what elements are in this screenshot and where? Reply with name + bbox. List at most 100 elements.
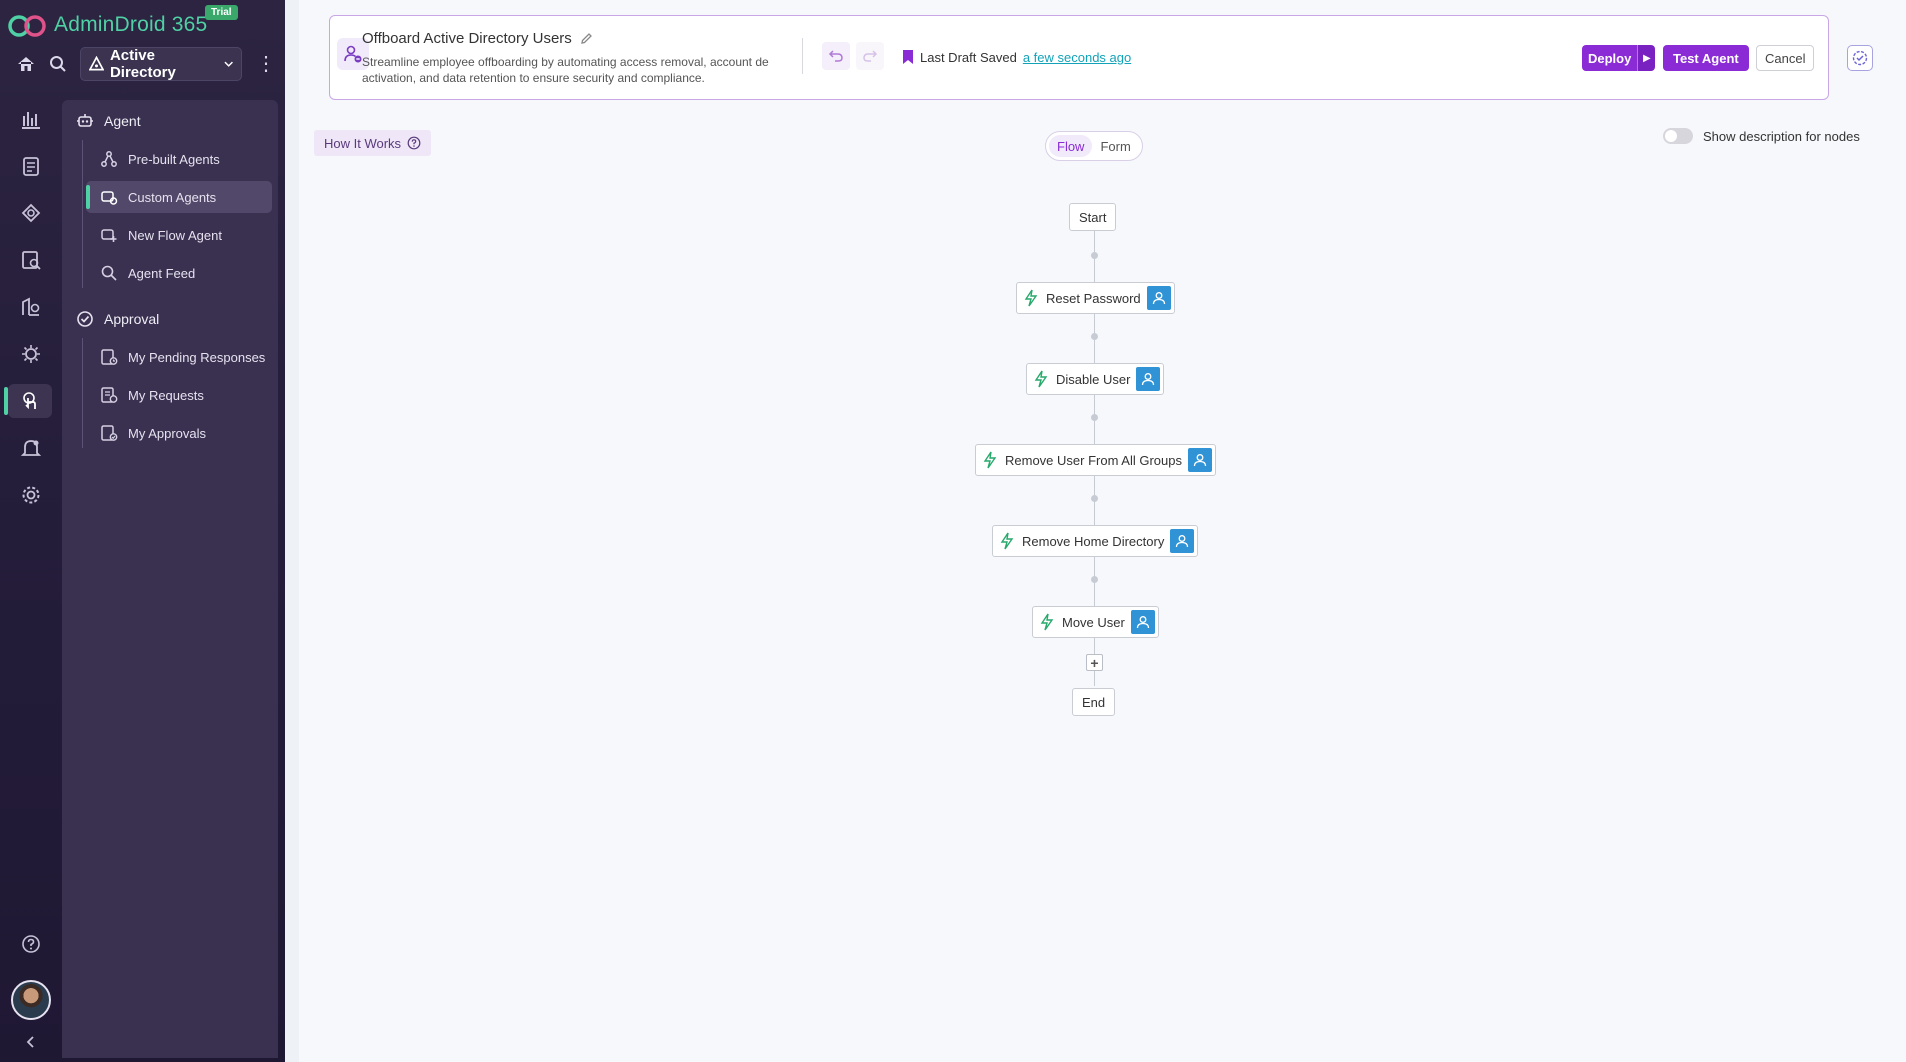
notifications-icon[interactable] [14,431,48,465]
menu-item-new-flow-agent[interactable]: New Flow Agent [86,219,272,251]
undo-icon[interactable] [822,42,850,70]
connector-dot [1091,414,1098,421]
menu-item-label: Pre-built Agents [128,151,220,167]
flow-node-label: Disable User [1056,371,1131,387]
tab-flow[interactable]: Flow [1049,135,1093,157]
validate-check-icon[interactable] [1847,45,1873,71]
how-it-works-label: How It Works [324,135,402,151]
menu-group-agent-label: Agent [104,113,141,129]
flow-node-move-user[interactable]: Move User [1032,606,1159,638]
user-icon[interactable] [1188,448,1212,472]
draft-label: Last Draft Saved [920,49,1017,65]
view-toggle: Flow Form [1045,131,1143,161]
flow-node-label: Reset Password [1046,290,1141,306]
menu-group-agent[interactable]: Agent [76,112,141,130]
menu-item-custom-agents[interactable]: Custom Agents [86,181,272,213]
flow-node-label: Remove Home Directory [1022,533,1165,549]
user-icon[interactable] [1170,529,1195,553]
brand-name: AdminDroid 365 [54,13,208,36]
pending-responses-icon [100,348,118,366]
menu-item-label: My Requests [128,387,204,403]
sidebar: AdminDroid 365 Trial Active Directory ⋮ [0,0,285,1062]
menu-item-my-approvals[interactable]: My Approvals [86,417,272,449]
bookmark-icon [903,50,913,64]
draft-time-link[interactable]: a few seconds ago [1022,49,1132,65]
connector-dot [1091,495,1098,502]
menu-item-label: Agent Feed [128,265,196,281]
help-icon[interactable] [14,927,48,961]
flow-node-remove-home-directory[interactable]: Remove Home Directory [992,525,1199,557]
reports-icon[interactable] [14,102,48,136]
show-description-label: Show description for nodes [1703,128,1860,144]
menu-item-label: Custom Agents [128,189,217,205]
menu-group-approval[interactable]: Approval [76,310,159,328]
menu-item-agent-feed[interactable]: Agent Feed [86,257,272,289]
settings-gear-icon[interactable] [14,478,48,512]
connector-dot [1091,252,1098,259]
divider [802,38,803,74]
flow-node-reset-password[interactable]: Reset Password [1016,282,1175,314]
cancel-button[interactable]: Cancel [1756,45,1815,71]
agent-title: Offboard Active Directory Users [362,30,593,47]
user-offboard-icon [337,38,369,70]
admindroid-logo-icon [8,15,46,37]
workspace-select[interactable]: Active Directory [80,47,242,81]
add-step-button[interactable]: + [1086,654,1103,671]
flow-node-label: Remove User From All Groups [1005,452,1182,468]
flow-end: End [1072,688,1116,716]
bolt-icon [1024,289,1040,307]
deploy-label: Deploy [1582,45,1638,71]
audit-icon[interactable] [14,243,48,277]
agent-description: Streamline employee offboarding by autom… [362,55,769,85]
how-it-works-button[interactable]: How It Works [314,130,432,156]
edit-pencil-icon[interactable] [580,32,593,45]
user-icon[interactable] [1146,286,1171,310]
agents-touch-icon[interactable] [8,384,52,418]
menu-item-label: My Pending Responses [128,349,266,365]
test-agent-button[interactable]: Test Agent [1663,45,1749,71]
approvals-icon [100,424,118,442]
brand[interactable]: AdminDroid 365 [8,8,207,42]
caret-right-icon[interactable]: ▶ [1637,45,1656,71]
tree-line [82,338,83,448]
user-icon[interactable] [1136,367,1161,391]
menu-item-label: New Flow Agent [128,227,222,243]
help-circle-icon [407,136,421,150]
menu-item-label: My Approvals [128,425,207,441]
menu-item-my-pending-responses[interactable]: My Pending Responses [86,341,272,373]
flow-node-label: Move User [1062,614,1125,630]
search-icon[interactable] [42,48,74,80]
collapse-sidebar-icon[interactable] [14,1025,48,1059]
deploy-button[interactable]: Deploy ▶ [1582,45,1656,71]
flow-node-disable-user[interactable]: Disable User [1026,363,1165,395]
menu-item-my-requests[interactable]: My Requests [86,379,272,411]
redo-icon[interactable] [856,42,884,70]
user-icon[interactable] [1130,610,1155,634]
menu-item-prebuilt-agents[interactable]: Pre-built Agents [86,143,272,175]
active-directory-icon [89,56,104,71]
flow-start: Start [1069,203,1117,231]
approval-check-icon [76,310,94,328]
bolt-icon [983,451,999,469]
workspace-label: Active Directory [109,47,176,81]
tab-form[interactable]: Form [1100,138,1131,154]
insights-icon[interactable] [14,290,48,324]
trial-badge: Trial [205,5,238,20]
alerts-bug-icon[interactable] [14,337,48,371]
user-avatar[interactable] [11,980,51,1020]
custom-agents-icon [100,188,118,206]
dashboard-icon[interactable] [14,149,48,183]
menu-group-approval-label: Approval [104,311,160,327]
workspace-bar: Active Directory ⋮ [10,46,280,82]
home-icon[interactable] [10,48,42,80]
draft-status: Last Draft Saved a few seconds ago [902,49,1131,65]
bolt-icon [1000,532,1016,550]
show-description-toggle[interactable]: Show description for nodes [1663,128,1860,144]
flow-node-remove-user-from-all-groups[interactable]: Remove User From All Groups [975,444,1216,476]
prebuilt-agents-icon [100,150,118,168]
more-options-icon[interactable]: ⋮ [256,53,276,75]
toggle-switch[interactable] [1663,128,1693,144]
analytics-icon[interactable] [14,196,48,230]
bolt-icon [1034,370,1050,388]
connector-dot [1091,333,1098,340]
